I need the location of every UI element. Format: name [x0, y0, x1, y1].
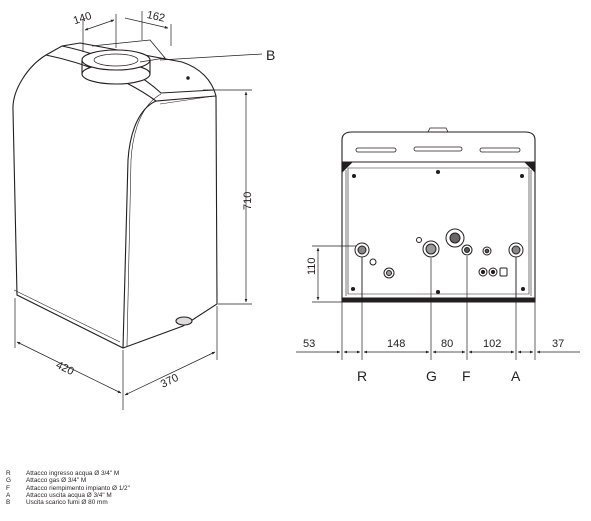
dim-connection-height: 110 [306, 257, 318, 275]
legend-key: G [6, 477, 11, 485]
flue-outlet-flange [91, 39, 166, 63]
legend-item: R Attacco ingresso acqua Ø 3/4" M [6, 470, 130, 477]
isometric-view [12, 39, 218, 349]
legend-text: Attacco gas Ø 3/4" M [26, 477, 87, 485]
callout-b: B [266, 47, 275, 63]
legend-item: B Uscita scarico fumi Ø 80 mm [6, 499, 130, 506]
legend-item: F Attacco riempimento impianto Ø 1/2" [6, 485, 130, 492]
connection-legend: R Attacco ingresso acqua Ø 3/4" M G Atta… [6, 470, 130, 506]
legend-key: R [6, 470, 11, 477]
flue-outlet-top [81, 49, 151, 71]
side-seam [13, 289, 121, 343]
legend-text: Attacco riempimento impianto Ø 1/2" [26, 484, 130, 492]
legend-key: A [6, 491, 11, 499]
label-g: G [426, 368, 437, 384]
top-screw [186, 76, 190, 80]
legend-item: A Attacco uscita acqua Ø 3/4" M [6, 492, 130, 499]
legend-key: F [6, 484, 10, 492]
label-a: A [511, 368, 521, 384]
dim-depth: 370 [159, 372, 181, 391]
dim-top-depth: 140 [72, 10, 93, 27]
casing-body [341, 161, 536, 299]
isometric-dimensions [14, 11, 263, 410]
dim-height: 710 [242, 192, 254, 210]
dim-top-offset: 162 [146, 9, 166, 25]
legend-item: G Attacco gas Ø 3/4" M [6, 477, 130, 484]
legend-text: Attacco uscita acqua Ø 3/4" M [26, 491, 112, 499]
dim-spacing-4: 102 [483, 338, 501, 350]
inner-frame [347, 167, 530, 295]
dim-width: 420 [54, 359, 76, 378]
label-f: F [462, 368, 471, 384]
boiler-foot [175, 316, 193, 326]
boiler-body-outline [12, 42, 218, 349]
dim-spacing-3: 80 [441, 338, 453, 350]
front-panel-inner [126, 93, 162, 347]
bottom-view [341, 127, 536, 303]
flue-outlet-inner [93, 53, 139, 67]
legend-text: Uscita scarico fumi Ø 80 mm [26, 499, 108, 507]
dim-spacing-1: 53 [303, 338, 315, 350]
label-r: R [357, 368, 367, 384]
dim-spacing-5: 37 [552, 338, 564, 350]
right-seam [159, 95, 215, 105]
front-panel [122, 100, 157, 349]
bottom-view-dimensions [296, 245, 580, 360]
dim-spacing-2: 148 [387, 338, 405, 350]
legend-text: Attacco ingresso acqua Ø 3/4" M [26, 470, 120, 477]
legend-key: B [6, 499, 11, 507]
